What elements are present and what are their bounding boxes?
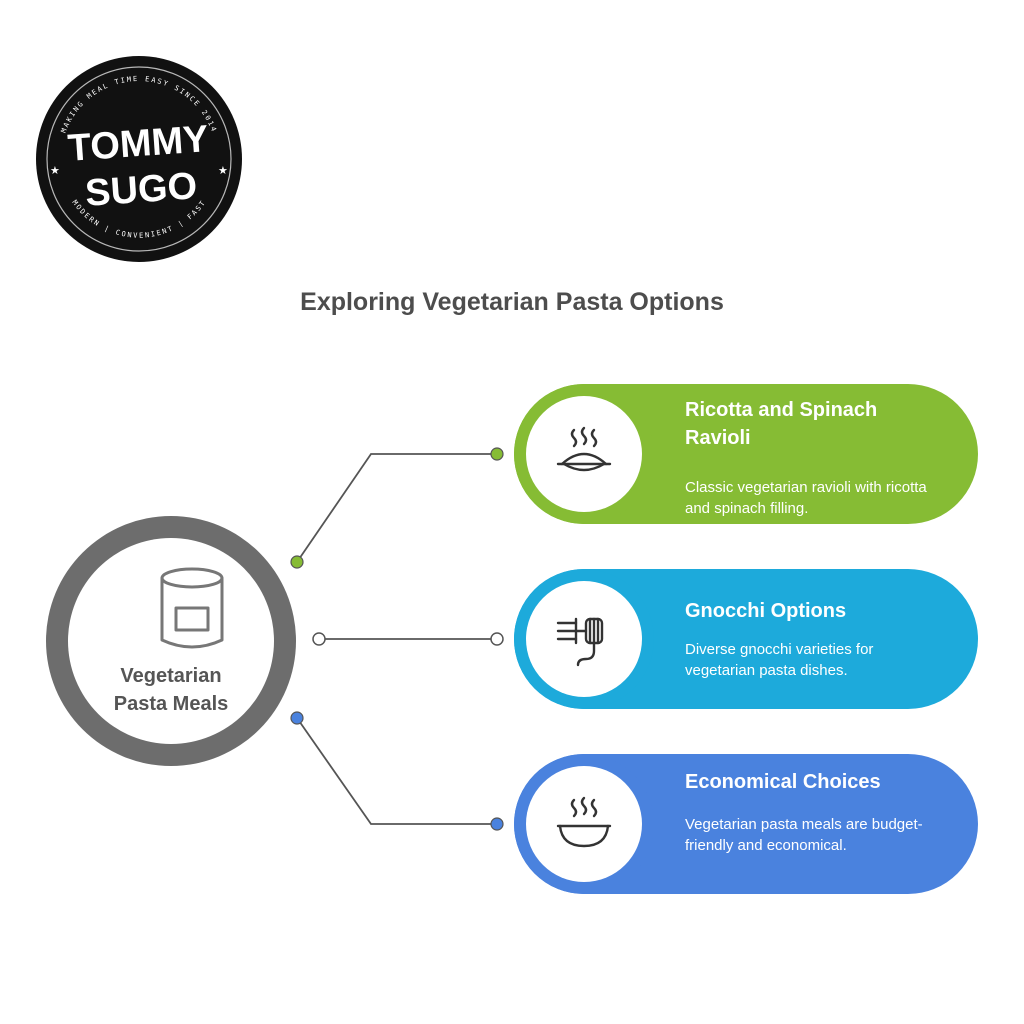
connector-dot-ravioli-start — [290, 555, 304, 569]
connector-ravioli — [296, 453, 497, 563]
connector-dot-gnocchi-start — [312, 632, 326, 646]
steaming-dish-icon — [556, 426, 612, 472]
card-icon-ring — [514, 754, 654, 894]
card-description: Vegetarian pasta meals are budget-friend… — [685, 816, 923, 854]
card-icon-ring — [514, 384, 654, 524]
card-ricotta-spinach-ravioli: Ricotta and Spinach Ravioli Classic vege… — [514, 384, 978, 524]
card-title: Ricotta and Spinach Ravioli — [685, 399, 878, 449]
card-gnocchi-options: Gnocchi Options Diverse gnocchi varietie… — [514, 569, 978, 709]
jar-icon — [160, 567, 224, 649]
card-icon-ring — [514, 569, 654, 709]
hub-inner: Vegetarian Pasta Meals — [68, 538, 274, 744]
connector-dot-econ-start — [290, 711, 304, 725]
card-title: Economical Choices — [685, 771, 881, 793]
logo-brand-line1: TOMMY — [66, 118, 209, 170]
connector-dot-gnocchi-end — [490, 632, 504, 646]
star-icon: ★ — [50, 165, 60, 177]
connector-dot-econ-end — [490, 817, 504, 831]
steaming-bowl-icon — [556, 796, 612, 848]
diagram-title: Exploring Vegetarian Pasta Options — [300, 288, 724, 316]
card-title: Gnocchi Options — [685, 600, 847, 622]
hub-label-line1: Vegetarian — [120, 665, 222, 687]
connector-dot-ravioli-end — [490, 447, 504, 461]
star-icon: ★ — [218, 165, 228, 177]
card-description: Diverse gnocchi varieties for vegetarian… — [685, 641, 874, 679]
hub-label: Vegetarian Pasta Meals — [68, 662, 274, 718]
connector-econ — [296, 717, 497, 825]
hub-vegetarian-pasta-meals: Vegetarian Pasta Meals — [46, 516, 296, 766]
pasta-fork-icon — [556, 617, 604, 667]
hub-label-line2: Pasta Meals — [113, 693, 229, 715]
tommy-sugo-logo: MAKING MEAL TIME EASY SINCE 2014 MODERN … — [36, 56, 242, 262]
card-economical-choices: Economical Choices Vegetarian pasta meal… — [514, 754, 978, 894]
card-description: Classic vegetarian ravioli with ricotta … — [685, 479, 927, 517]
logo-brand-line2: SUGO — [84, 165, 199, 215]
